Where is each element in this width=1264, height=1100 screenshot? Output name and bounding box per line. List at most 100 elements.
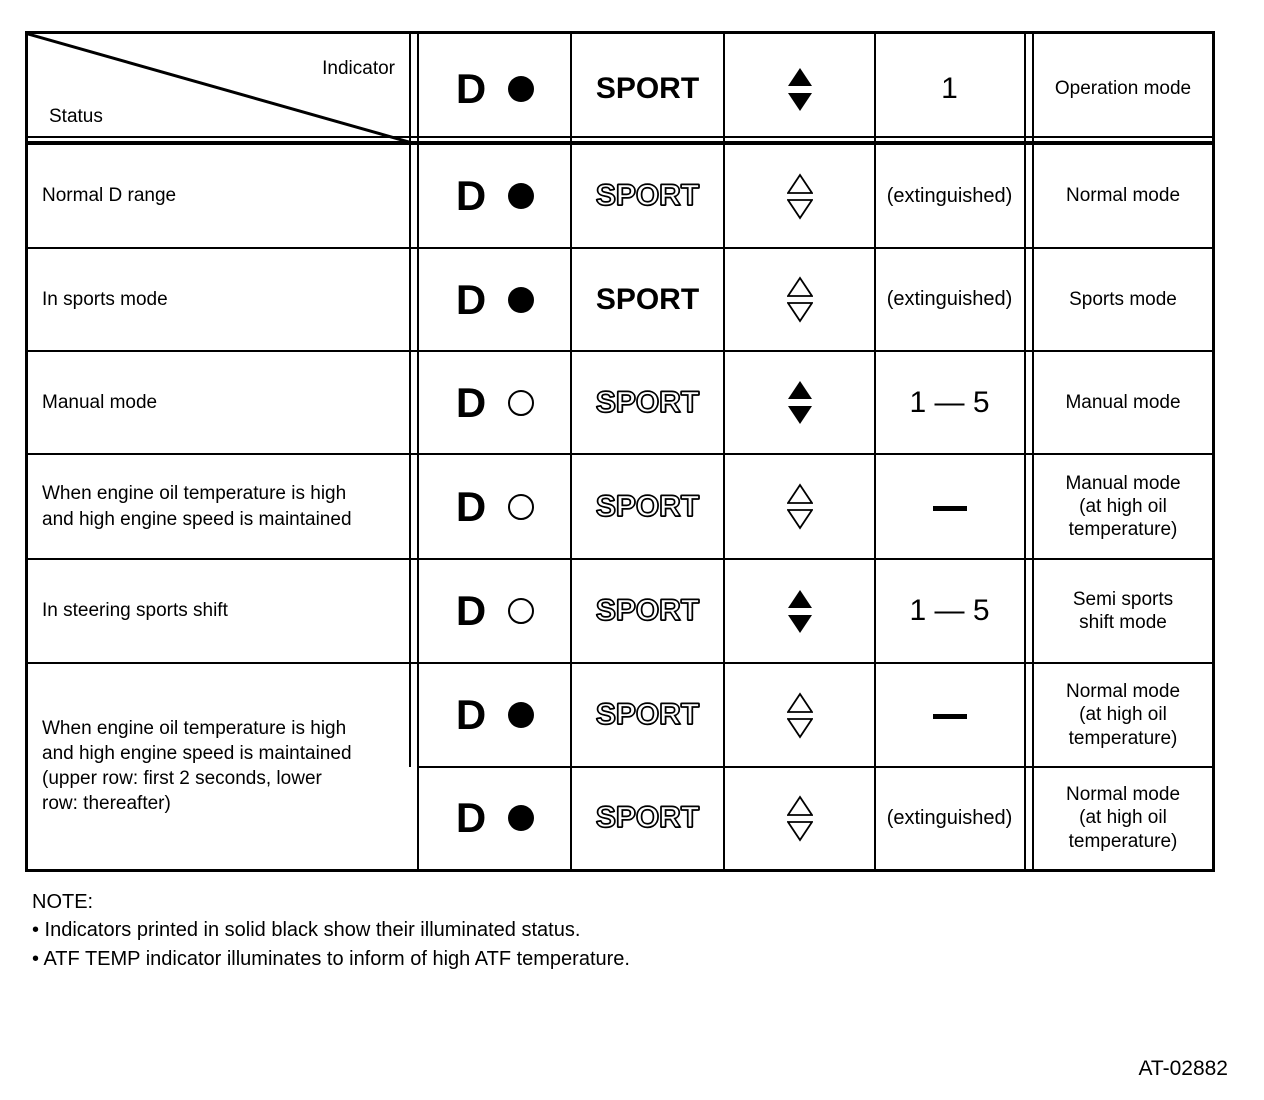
atf-temp-lamp-off-icon [508, 389, 535, 416]
atf-temp-lamp-on-icon [508, 76, 535, 102]
cell-d-indicator: D [419, 144, 571, 248]
cell-d-indicator: D [419, 663, 571, 767]
note-block: NOTE: • Indicators printed in solid blac… [32, 888, 932, 973]
d-letter: D [455, 482, 487, 530]
status-cell: Manual mode [28, 351, 409, 454]
sport-indicator-off: SPORT [595, 698, 700, 731]
d-indicator: D [456, 694, 535, 736]
vertical-double-rule-left [409, 34, 419, 869]
d-indicator: D [455, 65, 535, 112]
status-cell: Normal D range [28, 144, 409, 248]
cell-d-indicator: D [419, 559, 571, 663]
table-row: D SPORT (extinguished) Normal mode(at high … [28, 767, 1212, 869]
shift-arrows-indicator [786, 276, 813, 323]
gear-position-indicator: (extinguished) [886, 288, 1013, 310]
cell-d-indicator: D [419, 767, 571, 869]
row-rule-5 [28, 662, 1212, 664]
note-title: NOTE: [32, 891, 94, 913]
cell-d-indicator: D [419, 454, 571, 559]
cell-arrows-indicator [724, 767, 875, 869]
triangle-down-icon [786, 302, 813, 323]
cell-sport-indicator: SPORT [571, 663, 724, 767]
triangle-up-icon [787, 589, 812, 608]
dash-icon [932, 714, 967, 719]
shift-arrows-indicator [786, 691, 813, 739]
cell-operation-mode: Sports mode [1034, 248, 1212, 351]
header-rule-thick [28, 141, 1212, 145]
shift-arrows-indicator [787, 379, 813, 426]
d-letter: D [455, 172, 487, 219]
cell-sport-indicator: SPORT [571, 248, 724, 351]
header-cell-sport: SPORT [571, 34, 724, 144]
shift-arrows-indicator [787, 66, 813, 113]
sport-indicator-on: SPORT [595, 72, 700, 105]
sport-indicator-off: SPORT [595, 801, 700, 834]
vertical-rule-2 [723, 34, 725, 869]
header-cell-d: D [419, 34, 571, 144]
cell-gear-indicator: (extinguished) [875, 767, 1024, 869]
cell-d-indicator: D [419, 248, 571, 351]
cell-sport-indicator: SPORT [571, 454, 724, 559]
d-indicator: D [456, 590, 535, 632]
status-cell: In steering sports shift [28, 559, 409, 663]
atf-temp-lamp-on-icon [508, 805, 535, 831]
triangle-up-icon [787, 381, 812, 399]
status-label: In sports mode [42, 288, 168, 310]
gear-position-indicator: 1 — 5 [909, 594, 990, 627]
cell-arrows-indicator [724, 559, 875, 663]
triangle-up-icon [786, 794, 813, 816]
cell-gear-indicator: 1 — 5 [875, 559, 1024, 663]
cell-gear-indicator [875, 663, 1024, 767]
gear-position-indicator [932, 498, 967, 516]
header-cell-operation-mode: Operation mode [1034, 34, 1212, 144]
gear-position-indicator: (extinguished) [886, 806, 1013, 829]
d-indicator: D [455, 482, 535, 530]
triangle-down-icon [786, 509, 813, 530]
header-indicator-label: Indicator [322, 58, 395, 79]
cell-operation-mode: Manual mode [1034, 351, 1212, 454]
cell-sport-indicator: SPORT [571, 767, 724, 869]
sport-indicator-off: SPORT [595, 489, 700, 523]
shift-arrows-indicator [786, 794, 813, 842]
row-rule-2 [28, 350, 1212, 352]
shift-arrows-indicator [786, 483, 813, 530]
d-indicator: D [455, 172, 535, 219]
header-cell-gear: 1 [875, 34, 1024, 144]
d-letter: D [455, 378, 487, 426]
header-rule-thin [28, 136, 1212, 138]
cell-operation-mode: Normal mode [1034, 144, 1212, 248]
d-indicator: D [456, 797, 535, 839]
cell-gear-indicator: 1 — 5 [875, 351, 1024, 454]
operation-mode-value: Sports mode [1069, 288, 1177, 310]
d-indicator: D [455, 378, 535, 426]
header-cell-arrows [724, 34, 875, 144]
d-letter: D [455, 275, 487, 323]
d-letter: D [455, 65, 487, 112]
header-status-label: Status [49, 106, 103, 127]
atf-temp-lamp-off-icon [508, 598, 535, 624]
status-cell: In sports mode [28, 248, 409, 351]
vertical-rule-1 [570, 34, 572, 869]
atf-temp-lamp-on-icon [508, 183, 535, 209]
table-row: In sports mode D SPORT (extinguished) Sports… [28, 248, 1212, 351]
triangle-up-icon [786, 483, 813, 504]
cell-arrows-indicator [724, 144, 875, 248]
triangle-down-icon [786, 198, 813, 220]
row-rule-4 [28, 558, 1212, 560]
